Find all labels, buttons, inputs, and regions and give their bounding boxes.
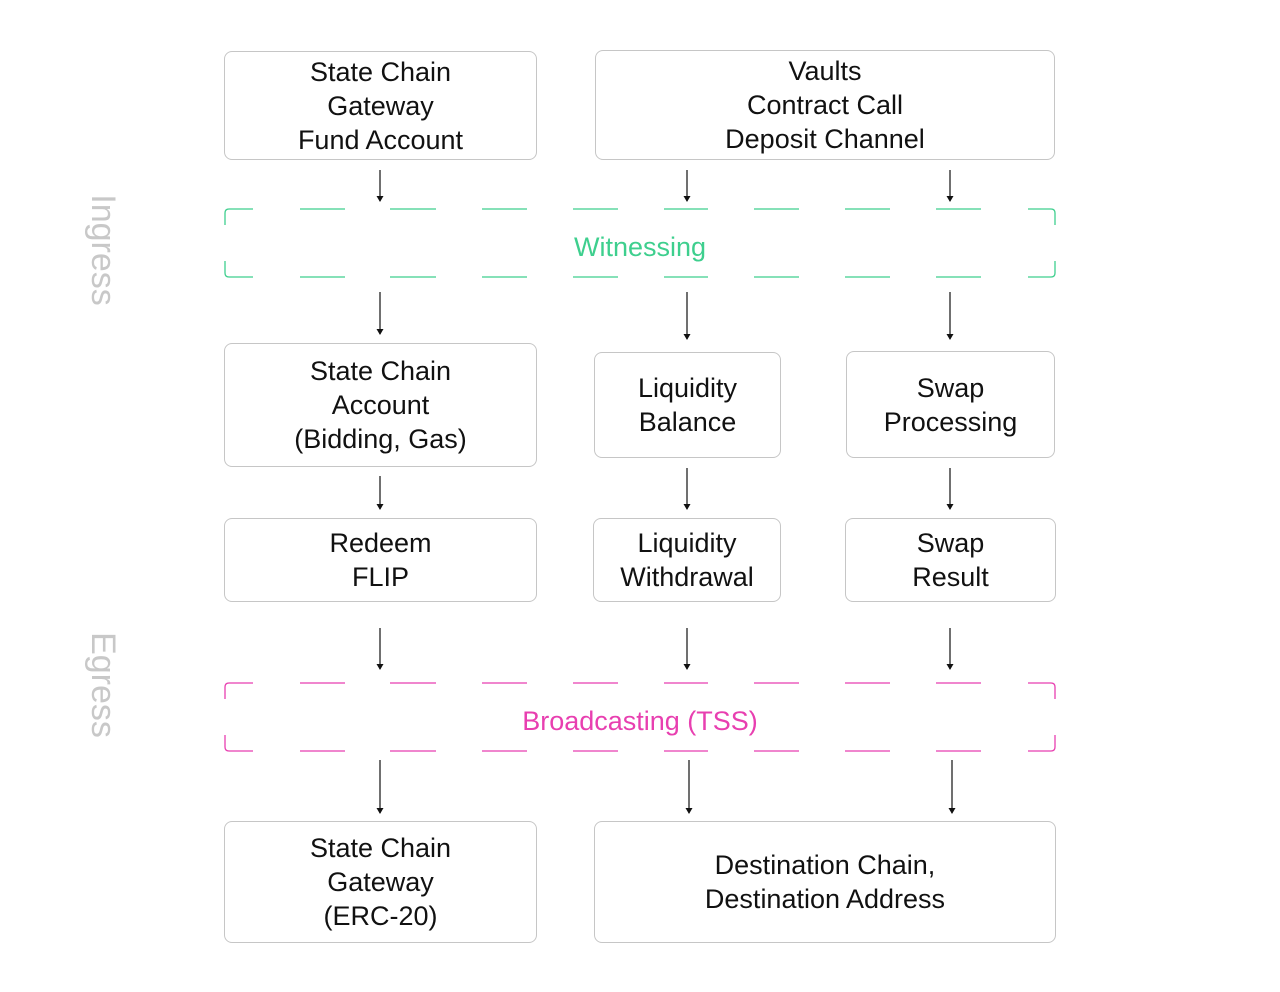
node-line: Gateway xyxy=(327,867,434,897)
down-arrow xyxy=(683,292,691,340)
state-chain-gateway-erc20-node: State Chain Gateway (ERC-20) xyxy=(224,821,537,943)
state-chain-gateway-fund-node: State Chain Gateway Fund Account xyxy=(224,51,537,160)
down-arrow xyxy=(946,170,954,202)
down-arrow xyxy=(683,468,691,510)
down-arrow xyxy=(683,170,691,202)
witnessing-band-label: Witnessing xyxy=(573,232,707,262)
node-line: Processing xyxy=(883,406,1018,437)
node-line: State Chain xyxy=(309,833,452,863)
liquidity-withdrawal-node: Liquidity Withdrawal xyxy=(593,518,781,602)
node-line: Destination Address xyxy=(704,884,946,914)
node-line: State Chain xyxy=(309,56,452,87)
node-line: Contract Call xyxy=(746,90,904,120)
down-arrow xyxy=(948,760,956,814)
down-arrow xyxy=(376,170,384,202)
state-chain-account-node: State Chain Account (Bidding, Gas) xyxy=(224,343,537,467)
ingress-label: Ingress xyxy=(84,194,122,306)
node-line: Gateway xyxy=(327,90,434,121)
swap-result-node: Swap Result xyxy=(845,518,1056,602)
down-arrow xyxy=(946,628,954,670)
node-line: Redeem xyxy=(329,528,432,558)
node-line: Withdrawal xyxy=(620,562,754,592)
node-line: (Bidding, Gas) xyxy=(294,424,467,454)
node-line: Swap xyxy=(916,372,985,403)
down-arrow xyxy=(946,292,954,340)
down-arrow xyxy=(376,760,384,814)
node-line: Vaults xyxy=(788,56,862,86)
liquidity-balance-node: Liquidity Balance xyxy=(594,352,781,458)
broadcasting-band-label: Broadcasting (TSS) xyxy=(522,706,758,736)
node-line: Deposit Channel xyxy=(725,124,925,154)
node-line: Liquidity xyxy=(637,373,738,403)
vaults-node: Vaults Contract Call Deposit Channel xyxy=(595,50,1055,160)
swap-processing-node: Swap Processing xyxy=(846,351,1055,458)
node-line: Balance xyxy=(638,407,737,437)
broadcasting-band xyxy=(224,682,1056,752)
node-line: Swap xyxy=(916,528,985,558)
witnessing-band xyxy=(224,208,1056,278)
egress-label: Egress xyxy=(84,632,122,738)
node-line: Destination Chain, xyxy=(714,850,936,880)
node-line: Liquidity xyxy=(637,528,737,558)
node-line: Result xyxy=(912,562,989,592)
down-arrow xyxy=(376,628,384,670)
node-line: Account xyxy=(331,390,430,420)
down-arrow xyxy=(685,760,693,814)
node-line: State Chain xyxy=(309,356,452,386)
down-arrow xyxy=(376,476,384,510)
node-line: (ERC-20) xyxy=(323,901,438,931)
node-line: Fund Account xyxy=(297,124,464,155)
node-line: FLIP xyxy=(351,562,410,592)
down-arrow xyxy=(683,628,691,670)
redeem-flip-node: Redeem FLIP xyxy=(224,518,537,602)
down-arrow xyxy=(946,468,954,510)
destination-node: Destination Chain, Destination Address xyxy=(594,821,1056,943)
down-arrow xyxy=(376,292,384,335)
